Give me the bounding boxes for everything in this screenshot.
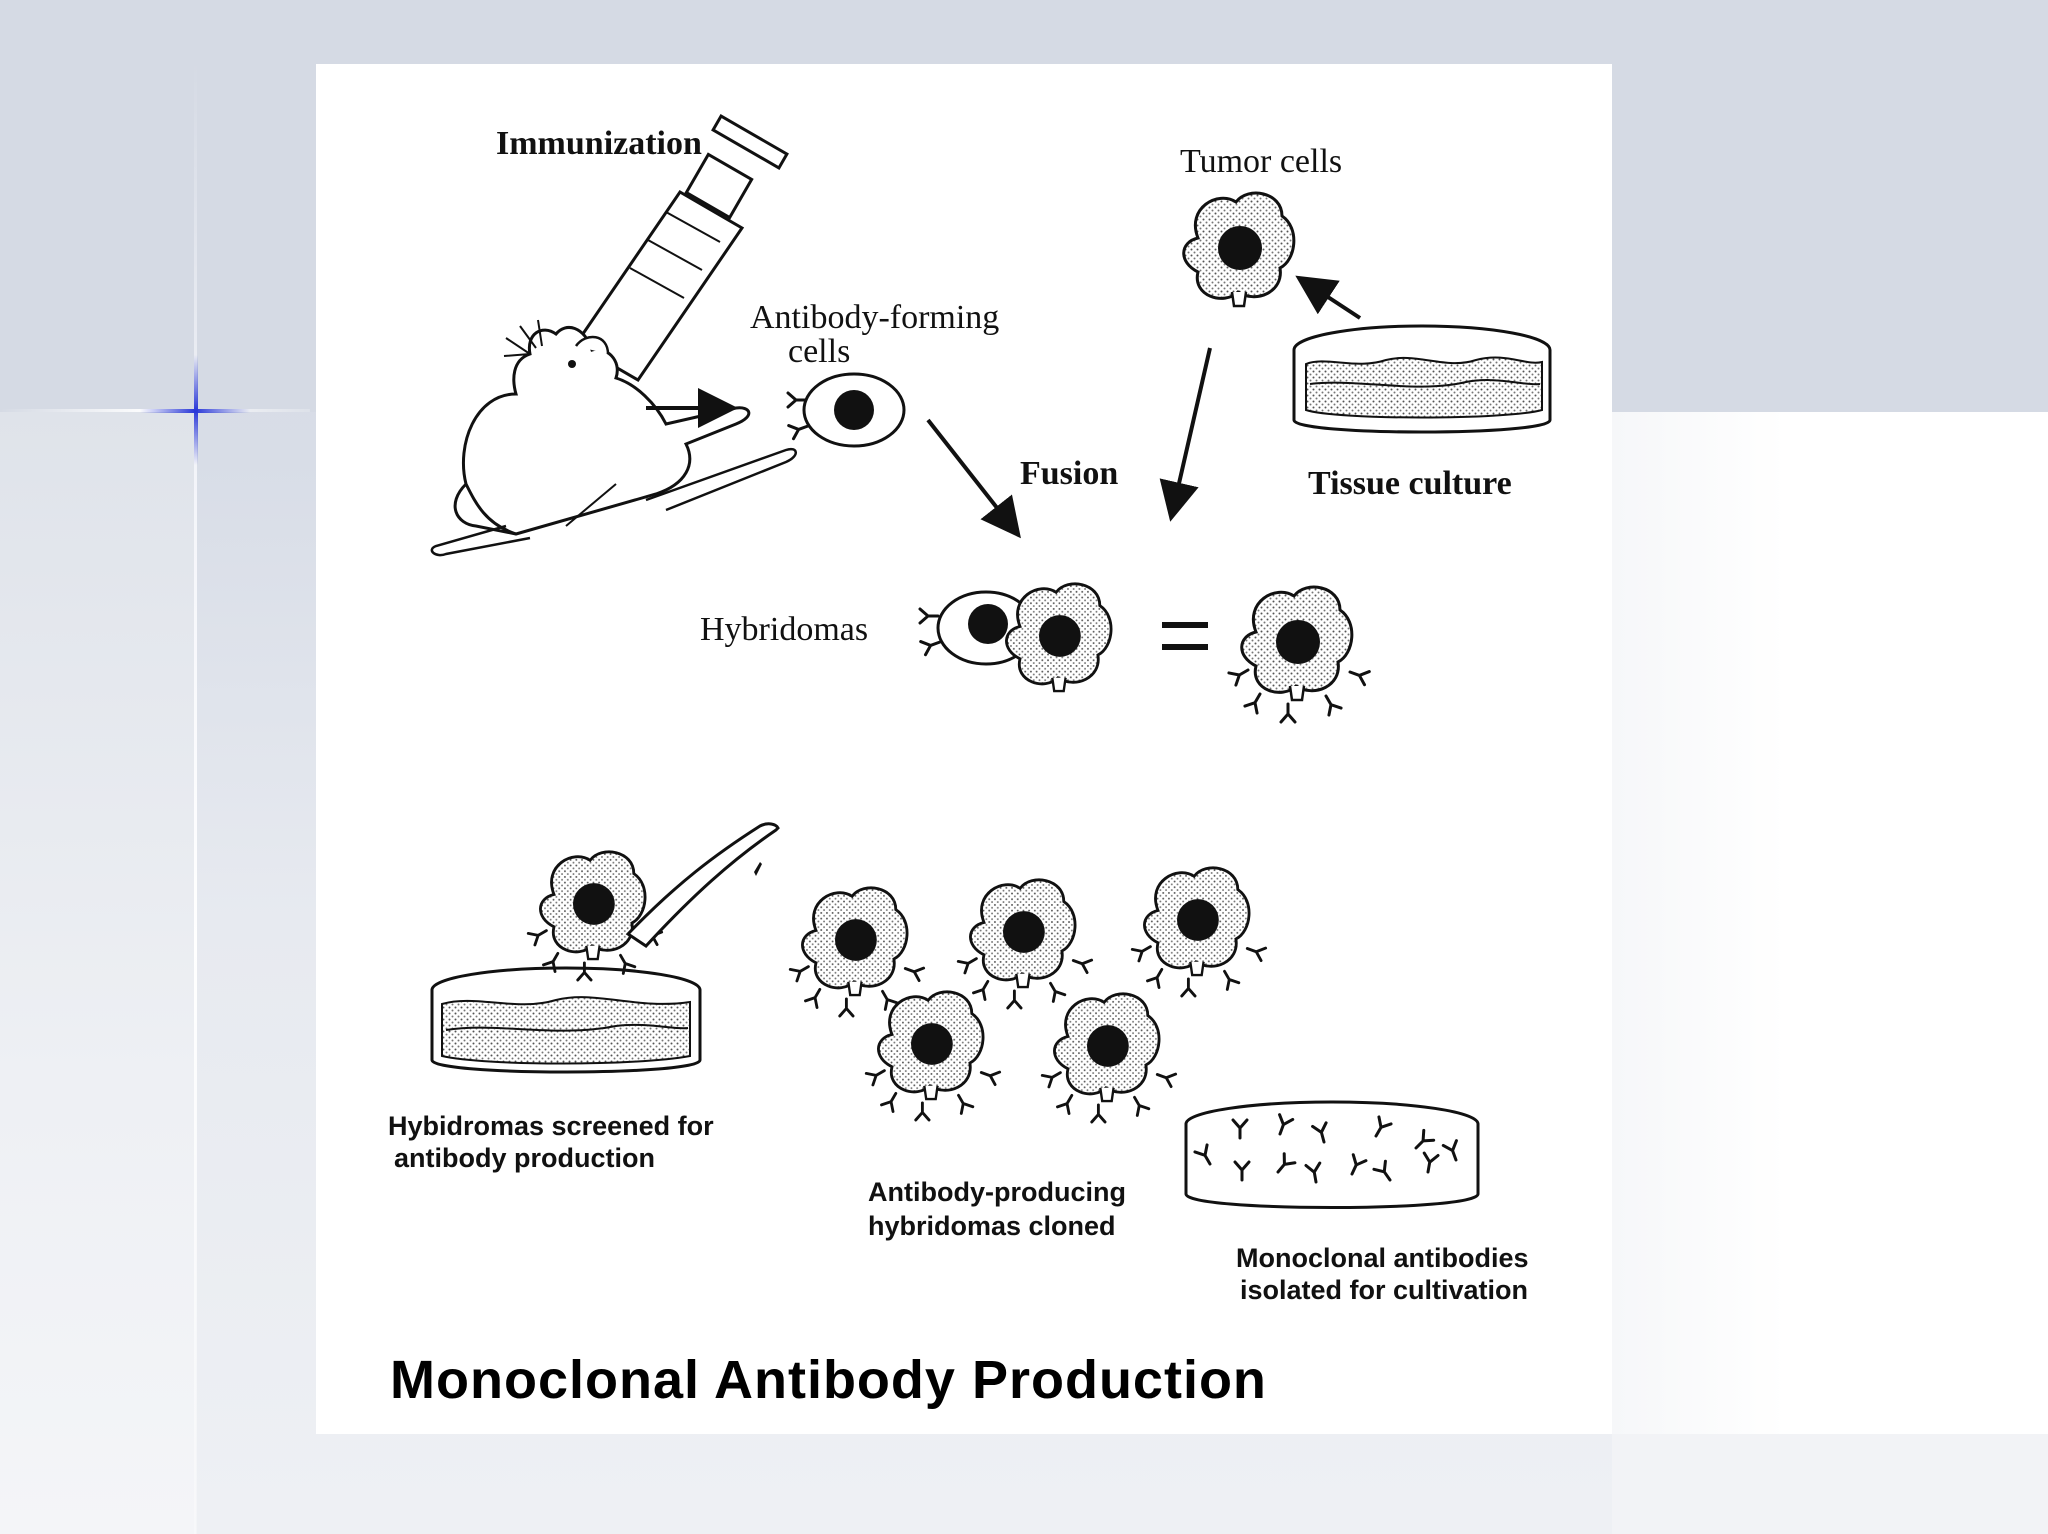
mouse-illustration xyxy=(430,319,797,557)
diagram-artwork xyxy=(430,114,1552,1209)
label-isolated-line2: isolated for cultivation xyxy=(1240,1275,1529,1305)
tumor-cell xyxy=(1182,191,1296,308)
diagram-title: Monoclonal Antibody Production xyxy=(390,1350,1267,1410)
tissue-culture-dish xyxy=(1292,324,1552,434)
label-cloned-line2: hybridomas cloned xyxy=(868,1211,1116,1241)
sparkle-cross-vertical xyxy=(194,355,198,465)
slide-left-strip xyxy=(0,412,196,1534)
decorative-vertical-line xyxy=(194,60,197,1534)
slide-right-panel xyxy=(1612,412,2048,1534)
arrow-fusion-right xyxy=(1159,347,1212,522)
screening-dish xyxy=(430,966,702,1074)
label-tumor-cells: Tumor cells xyxy=(1180,143,1343,180)
label-fusion: Fusion xyxy=(1020,455,1119,492)
cloned-hybridoma-cells xyxy=(790,868,1265,1122)
pipette-tool xyxy=(625,822,780,948)
screened-hybridoma-cell xyxy=(528,852,661,980)
antibody-forming-cell xyxy=(786,372,906,448)
label-isolated-line1: Monoclonal antibodies xyxy=(1236,1243,1529,1273)
label-screened-line1: Hybidromas screened for xyxy=(388,1111,714,1141)
label-immunization: Immunization xyxy=(496,125,702,162)
hybridoma-result-cell xyxy=(1229,587,1369,722)
diagram-figure: Immunization Tumor cells Antibody-formin… xyxy=(316,64,1612,1434)
equals-sign xyxy=(1162,622,1208,650)
label-screened-line2: antibody production xyxy=(394,1143,655,1173)
label-antibody-forming: Antibody-forming xyxy=(750,299,1000,336)
arrow-fusion-left xyxy=(926,418,1021,539)
slide-lower-right xyxy=(1612,1434,2048,1534)
label-tissue-culture: Tissue culture xyxy=(1308,465,1512,502)
label-cloned-line1: Antibody-producing xyxy=(868,1177,1126,1207)
antibody-dish xyxy=(1184,1100,1480,1209)
hybridoma-fusion-cell xyxy=(918,582,1113,693)
label-hybridomas: Hybridomas xyxy=(700,611,869,648)
label-cells: cells xyxy=(788,333,851,370)
arrow-culture-to-tumor xyxy=(1295,275,1362,320)
